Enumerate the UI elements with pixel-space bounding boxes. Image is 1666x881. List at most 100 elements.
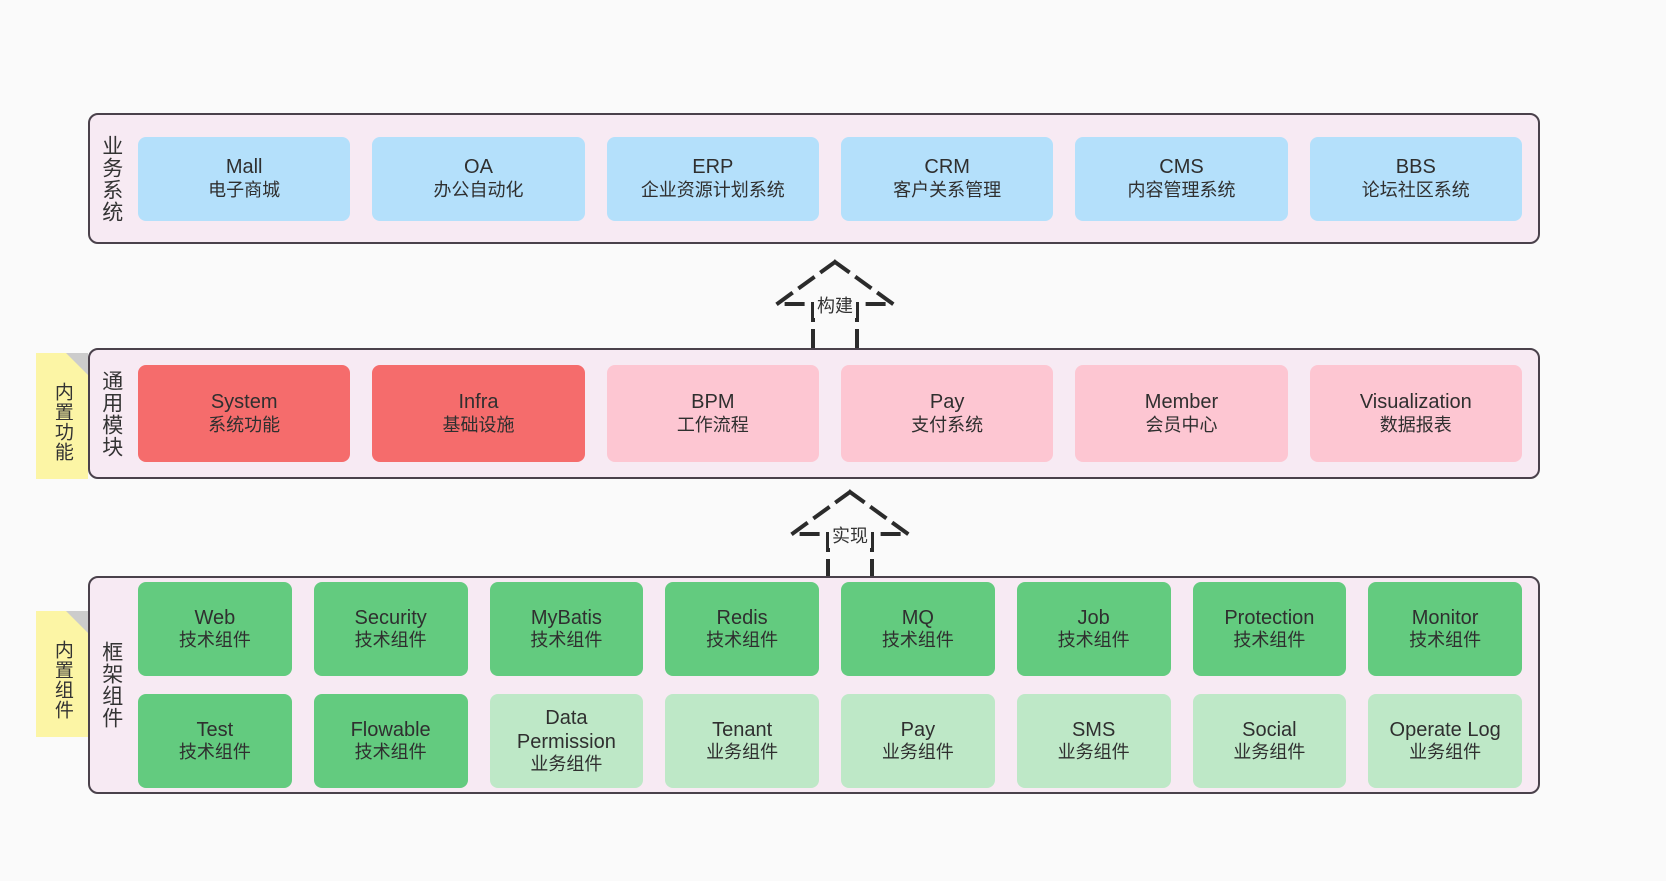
node-flowable[interactable]: Flowable 技术组件 — [313, 694, 468, 788]
node-sms-cn: 业务组件 — [1057, 742, 1130, 763]
node-infra-cn: 基础设施 — [442, 414, 515, 435]
node-tenant-en: Tenant — [712, 718, 773, 741]
node-bpm[interactable]: BPM 工作流程 — [606, 365, 819, 462]
node-job-en: Job — [1077, 606, 1110, 629]
node-tenant[interactable]: Tenant 业务组件 — [665, 694, 819, 788]
node-system-cn: 系统功能 — [208, 414, 281, 435]
node-pay-component-en: Pay — [900, 718, 936, 741]
node-crm-cn: 客户关系管理 — [893, 179, 1002, 200]
node-bbs-cn: 论坛社区系统 — [1361, 179, 1470, 200]
node-redis-cn: 技术组件 — [706, 630, 779, 651]
node-mq[interactable]: MQ 技术组件 — [841, 582, 995, 676]
connector-build-label: 构建 — [814, 292, 856, 318]
node-web[interactable]: Web 技术组件 — [138, 582, 292, 676]
node-security-cn: 技术组件 — [354, 630, 427, 651]
node-protection-cn: 技术组件 — [1233, 630, 1306, 651]
node-erp-cn: 企业资源计划系统 — [640, 179, 785, 200]
node-system[interactable]: System 系统功能 — [138, 365, 351, 462]
node-operate-log[interactable]: Operate Log 业务组件 — [1368, 694, 1522, 788]
node-protection-en: Protection — [1224, 606, 1315, 629]
node-system-en: System — [210, 391, 278, 414]
framework-components-row-business: Test 技术组件 Flowable 技术组件 Data Permission … — [138, 694, 1522, 788]
node-monitor[interactable]: Monitor 技术组件 — [1368, 582, 1522, 676]
node-bbs[interactable]: BBS 论坛社区系统 — [1309, 136, 1522, 221]
node-pay-module-en: Pay — [929, 391, 965, 414]
node-bbs-en: BBS — [1395, 156, 1436, 179]
layer-title-common-modules: 通用模块 — [99, 369, 123, 458]
node-social[interactable]: Social 业务组件 — [1192, 694, 1347, 788]
note-built-in-components: 内置组件 — [36, 611, 88, 737]
connector-build: 构建 — [760, 258, 910, 355]
node-mybatis-en: MyBatis — [530, 606, 602, 629]
node-visualization[interactable]: Visualization 数据报表 — [1309, 365, 1522, 462]
node-infra-en: Infra — [458, 391, 499, 414]
node-mybatis[interactable]: MyBatis 技术组件 — [489, 582, 644, 676]
node-mq-cn: 技术组件 — [881, 630, 954, 651]
node-oa[interactable]: OA 办公自动化 — [372, 136, 585, 221]
layer-body-common-modules: System 系统功能 Infra 基础设施 BPM 工作流程 Pay 支付系统… — [132, 350, 1538, 477]
node-job[interactable]: Job 技术组件 — [1016, 582, 1171, 676]
node-social-en: Social — [1242, 718, 1297, 741]
layer-title-framework-components: 框架组件 — [99, 641, 123, 729]
node-security-en: Security — [354, 606, 427, 629]
node-mall-en: Mall — [225, 156, 263, 179]
node-data-permission-cn: 业务组件 — [530, 754, 603, 775]
layer-body-framework-components: Web 技术组件 Security 技术组件 MyBatis 技术组件 Redi… — [132, 578, 1538, 792]
layer-framework-components: 框架组件 Web 技术组件 Security 技术组件 MyBatis 技术组件… — [88, 576, 1540, 794]
node-mybatis-cn: 技术组件 — [530, 630, 603, 651]
node-pay-component-cn: 业务组件 — [881, 742, 954, 763]
node-test-en: Test — [196, 718, 234, 741]
node-operate-log-en: Operate Log — [1389, 718, 1501, 741]
connector-implement-label: 实现 — [829, 522, 871, 548]
node-flowable-en: Flowable — [350, 718, 431, 741]
node-bpm-en: BPM — [691, 391, 735, 414]
node-cms[interactable]: CMS 内容管理系统 — [1075, 136, 1288, 221]
common-modules-row: System 系统功能 Infra 基础设施 BPM 工作流程 Pay 支付系统… — [138, 365, 1522, 462]
node-monitor-cn: 技术组件 — [1409, 630, 1482, 651]
node-sms-en: SMS — [1071, 718, 1116, 741]
node-crm[interactable]: CRM 客户关系管理 — [840, 136, 1054, 221]
node-pay-module[interactable]: Pay 支付系统 — [840, 365, 1054, 462]
node-member[interactable]: Member 会员中心 — [1075, 365, 1288, 462]
node-operate-log-cn: 业务组件 — [1409, 742, 1482, 763]
node-web-cn: 技术组件 — [178, 630, 251, 651]
node-tenant-cn: 业务组件 — [706, 742, 779, 763]
node-test[interactable]: Test 技术组件 — [138, 694, 292, 788]
note-built-in-functions-label: 内置功能 — [51, 382, 73, 462]
connector-implement: 实现 — [775, 488, 925, 585]
layer-common-modules: 通用模块 System 系统功能 Infra 基础设施 BPM 工作流程 Pay… — [88, 348, 1540, 479]
layer-body-business-systems: Mall 电子商城 OA 办公自动化 ERP 企业资源计划系统 CRM 客户关系… — [132, 115, 1538, 242]
node-erp[interactable]: ERP 企业资源计划系统 — [606, 136, 819, 221]
node-web-en: Web — [194, 606, 236, 629]
node-protection[interactable]: Protection 技术组件 — [1192, 582, 1347, 676]
node-mall[interactable]: Mall 电子商城 — [138, 136, 351, 221]
node-crm-en: CRM — [924, 156, 970, 179]
note-built-in-functions: 内置功能 — [36, 353, 88, 479]
node-infra[interactable]: Infra 基础设施 — [372, 365, 585, 462]
node-redis-en: Redis — [716, 606, 768, 629]
node-redis[interactable]: Redis 技术组件 — [665, 582, 819, 676]
note-built-in-components-label: 内置组件 — [51, 640, 73, 720]
node-erp-en: ERP — [692, 156, 734, 179]
framework-components-row-technical: Web 技术组件 Security 技术组件 MyBatis 技术组件 Redi… — [138, 582, 1522, 676]
node-social-cn: 业务组件 — [1233, 742, 1306, 763]
node-mq-en: MQ — [901, 606, 934, 629]
layer-business-systems: 业务系统 Mall 电子商城 OA 办公自动化 ERP 企业资源计划系统 CRM… — [88, 113, 1540, 244]
business-systems-row: Mall 电子商城 OA 办公自动化 ERP 企业资源计划系统 CRM 客户关系… — [138, 136, 1522, 221]
node-visualization-cn: 数据报表 — [1379, 414, 1452, 435]
node-pay-module-cn: 支付系统 — [911, 414, 984, 435]
node-job-cn: 技术组件 — [1057, 630, 1130, 651]
node-mall-cn: 电子商城 — [208, 179, 281, 200]
node-data-permission[interactable]: Data Permission 业务组件 — [489, 694, 644, 788]
node-security[interactable]: Security 技术组件 — [313, 582, 468, 676]
node-test-cn: 技术组件 — [178, 742, 251, 763]
node-member-en: Member — [1144, 391, 1219, 414]
node-bpm-cn: 工作流程 — [676, 414, 749, 435]
node-sms[interactable]: SMS 业务组件 — [1016, 694, 1171, 788]
node-oa-cn: 办公自动化 — [433, 179, 524, 200]
node-monitor-en: Monitor — [1411, 606, 1479, 629]
node-oa-en: OA — [464, 156, 493, 179]
node-data-permission-en: Data Permission — [516, 706, 616, 754]
node-pay-component[interactable]: Pay 业务组件 — [841, 694, 995, 788]
layer-title-business-systems: 业务系统 — [99, 134, 123, 223]
